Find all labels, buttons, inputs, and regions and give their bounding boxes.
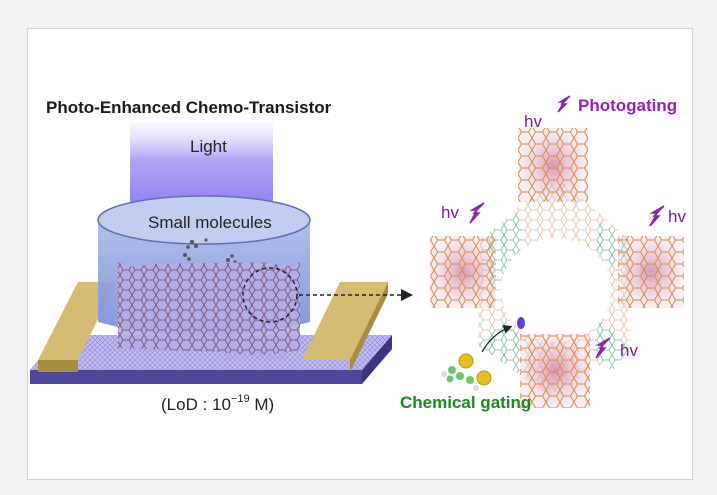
mof-node-bottom: [520, 334, 590, 408]
lightning-bolt-icon: [557, 95, 571, 113]
hv-label-right: hv: [668, 207, 686, 226]
hv-label-left: hv: [441, 203, 459, 222]
lightning-bolt-icon: [595, 337, 611, 359]
lightning-bolt-icon: [469, 202, 485, 224]
mof-node-left: [430, 236, 496, 308]
mof-node-right: [618, 236, 684, 308]
bound-analyte-marker: [517, 317, 525, 329]
light-label: Light: [190, 137, 227, 156]
lightning-bolt-icon: [649, 205, 665, 227]
analyte-molecule-icon: [441, 353, 492, 391]
lod-label: (LoD : 10−19 M): [161, 393, 274, 414]
figure-title: Photo-Enhanced Chemo-Transistor: [46, 98, 332, 117]
electrode-left: [38, 282, 116, 372]
small-molecules-label: Small molecules: [148, 213, 272, 232]
mof-film: [118, 262, 300, 355]
binding-arrow: [481, 325, 513, 353]
small-molecule-dots: [183, 238, 237, 264]
hv-label-bottom: hv: [620, 341, 638, 360]
photogating-label: Photogating: [578, 96, 677, 115]
zoom-circle: [242, 267, 298, 323]
hv-label-top: hv: [524, 112, 542, 131]
chemical-gating-label: Chemical gating: [400, 393, 531, 412]
mof-node-top: [518, 128, 588, 202]
mof-pore-structure: [430, 128, 684, 408]
electrode-right: [302, 282, 388, 372]
